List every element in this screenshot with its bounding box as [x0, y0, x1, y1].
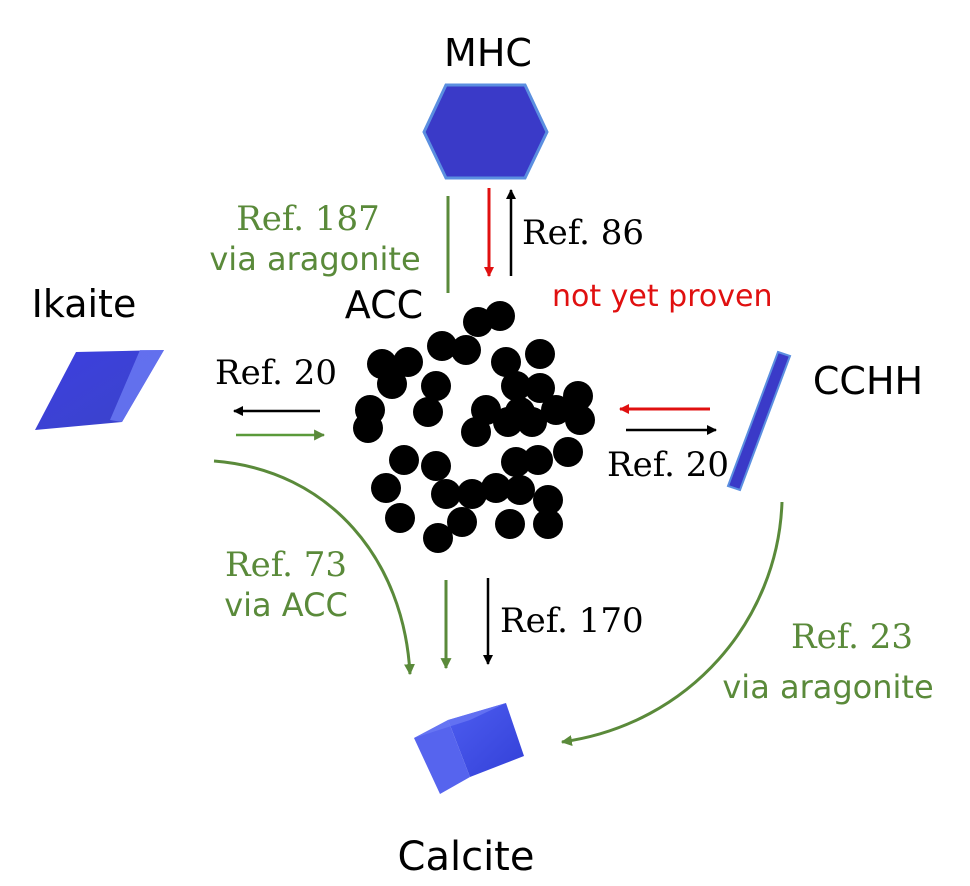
ikaite-to-calcite-curve-arrow — [213, 459, 415, 676]
ikaite-label: Ikaite — [32, 282, 137, 326]
acc-label: ACC — [345, 283, 423, 327]
acc-particle — [501, 371, 531, 401]
acc-particle — [533, 485, 563, 515]
cchh-calcite-note: via aragonite — [722, 668, 933, 706]
acc-particle — [427, 331, 457, 361]
cchh-acc-ref: Ref. 20 — [607, 445, 729, 485]
ikaite-crystal-icon — [35, 350, 164, 430]
acc-particle — [431, 479, 461, 509]
mhc-label: MHC — [444, 31, 532, 75]
acc-particle — [517, 407, 547, 437]
acc-particle — [493, 407, 523, 437]
acc-particle — [393, 347, 423, 377]
acc-particle — [553, 437, 583, 467]
mhc-acc-right-ref: Ref. 86 — [522, 213, 644, 253]
acc-particle — [563, 381, 593, 411]
calcite-label: Calcite — [398, 834, 535, 880]
acc-particle — [389, 445, 419, 475]
acc-particle — [385, 503, 415, 533]
acc-particle — [523, 445, 553, 475]
acc-particle-cluster — [353, 301, 595, 553]
ikaite-calcite-ref: Ref. 73 — [225, 545, 347, 585]
mhc-acc-left-note: via aragonite — [209, 240, 420, 278]
not-yet-proven-note: not yet proven — [552, 279, 772, 314]
cchh-label: CCHH — [813, 359, 923, 403]
ikaite-calcite-note: via ACC — [224, 586, 348, 624]
acc-calcite-ref: Ref. 170 — [500, 601, 644, 641]
acc-particle — [447, 507, 477, 537]
mhc-acc-left-ref: Ref. 187 — [236, 199, 380, 239]
cchh-to-calcite-curve-arrow — [560, 501, 784, 747]
acc-particle — [491, 347, 521, 377]
acc-particle — [421, 451, 451, 481]
acc-particle — [533, 509, 563, 539]
acc-particle — [495, 509, 525, 539]
acc-particle — [485, 301, 515, 331]
acc-particle — [461, 417, 491, 447]
mhc-hexagon-icon — [422, 83, 549, 180]
acc-particle — [353, 413, 383, 443]
acc-particle — [565, 405, 595, 435]
acc-particle — [377, 369, 407, 399]
acc-particle — [413, 397, 443, 427]
acc-particle — [481, 473, 511, 503]
calcite-crystal-icon — [414, 703, 524, 794]
acc-particle — [501, 447, 531, 477]
acc-particle — [525, 373, 555, 403]
acc-particle — [541, 395, 571, 425]
acc-particle — [421, 371, 451, 401]
cchh-calcite-ref: Ref. 23 — [791, 617, 913, 657]
ikaite-acc-ref: Ref. 20 — [215, 353, 337, 393]
acc-particle — [423, 523, 453, 553]
acc-particle — [505, 475, 535, 505]
acc-particle — [371, 473, 401, 503]
cchh-crystal-icon — [726, 350, 792, 492]
acc-particle — [457, 479, 487, 509]
acc-particle — [451, 335, 481, 365]
acc-particle — [525, 339, 555, 369]
